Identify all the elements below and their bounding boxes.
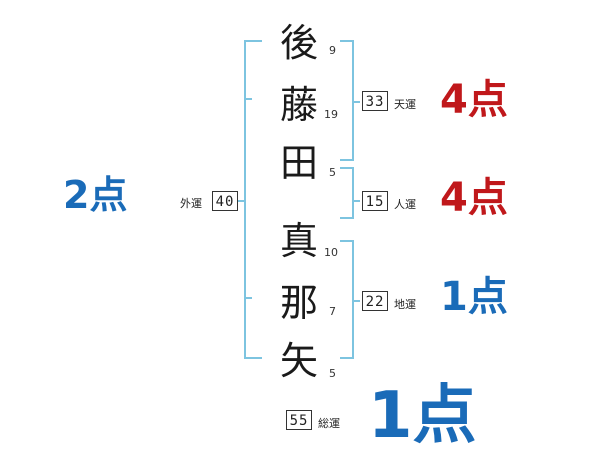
stroke-count-6: 5 xyxy=(329,367,336,380)
ten-value-box: 33 xyxy=(362,91,388,111)
gai-score: 2点 xyxy=(63,173,128,217)
chi-bracket-top xyxy=(340,240,354,242)
char-5: 那 xyxy=(279,281,318,325)
char-2: 藤 xyxy=(279,83,318,127)
jin-value-box: 15 xyxy=(362,191,388,211)
jin-label: 人運 xyxy=(394,198,416,211)
outer-bracket-connector xyxy=(238,200,246,202)
char-6: 矢 xyxy=(279,339,318,383)
jin-bracket-bottom xyxy=(340,217,354,219)
stroke-count-3: 5 xyxy=(329,166,336,179)
char-4: 真 xyxy=(279,219,318,263)
stroke-count-2: 19 xyxy=(324,108,338,121)
stroke-count-1: 9 xyxy=(329,44,336,57)
sou-score: 1点 xyxy=(368,379,477,453)
ten-bracket-vertical xyxy=(352,40,354,161)
chi-score: 1点 xyxy=(440,274,508,320)
jin-bracket-top xyxy=(340,167,354,169)
ten-bracket-top xyxy=(340,40,354,42)
ten-bracket-bottom xyxy=(340,159,354,161)
chi-bracket-bottom xyxy=(340,357,354,359)
sou-value-box: 55 xyxy=(286,410,312,430)
ten-label: 天運 xyxy=(394,98,416,111)
ten-bracket-connector xyxy=(352,101,360,103)
gai-label: 外運 xyxy=(180,197,202,210)
chi-value-box: 22 xyxy=(362,291,388,311)
chi-label: 地運 xyxy=(394,298,416,311)
outer-bracket-top xyxy=(244,40,262,42)
chi-bracket-connector xyxy=(352,300,360,302)
outer-bracket-tick-2 xyxy=(244,297,252,299)
char-1: 後 xyxy=(279,21,318,65)
stroke-count-4: 10 xyxy=(324,246,338,259)
sou-label: 総運 xyxy=(318,417,340,430)
chi-bracket-vertical xyxy=(352,240,354,359)
gai-value-box: 40 xyxy=(212,191,238,211)
jin-bracket-connector xyxy=(352,200,360,202)
outer-bracket-vertical xyxy=(244,40,246,359)
outer-bracket-tick-1 xyxy=(244,98,252,100)
outer-bracket-bottom xyxy=(244,357,262,359)
ten-score: 4点 xyxy=(440,77,508,123)
jin-bracket-vertical xyxy=(352,167,354,219)
char-3: 田 xyxy=(279,141,318,185)
jin-score: 4点 xyxy=(440,175,508,221)
stroke-count-5: 7 xyxy=(329,305,336,318)
